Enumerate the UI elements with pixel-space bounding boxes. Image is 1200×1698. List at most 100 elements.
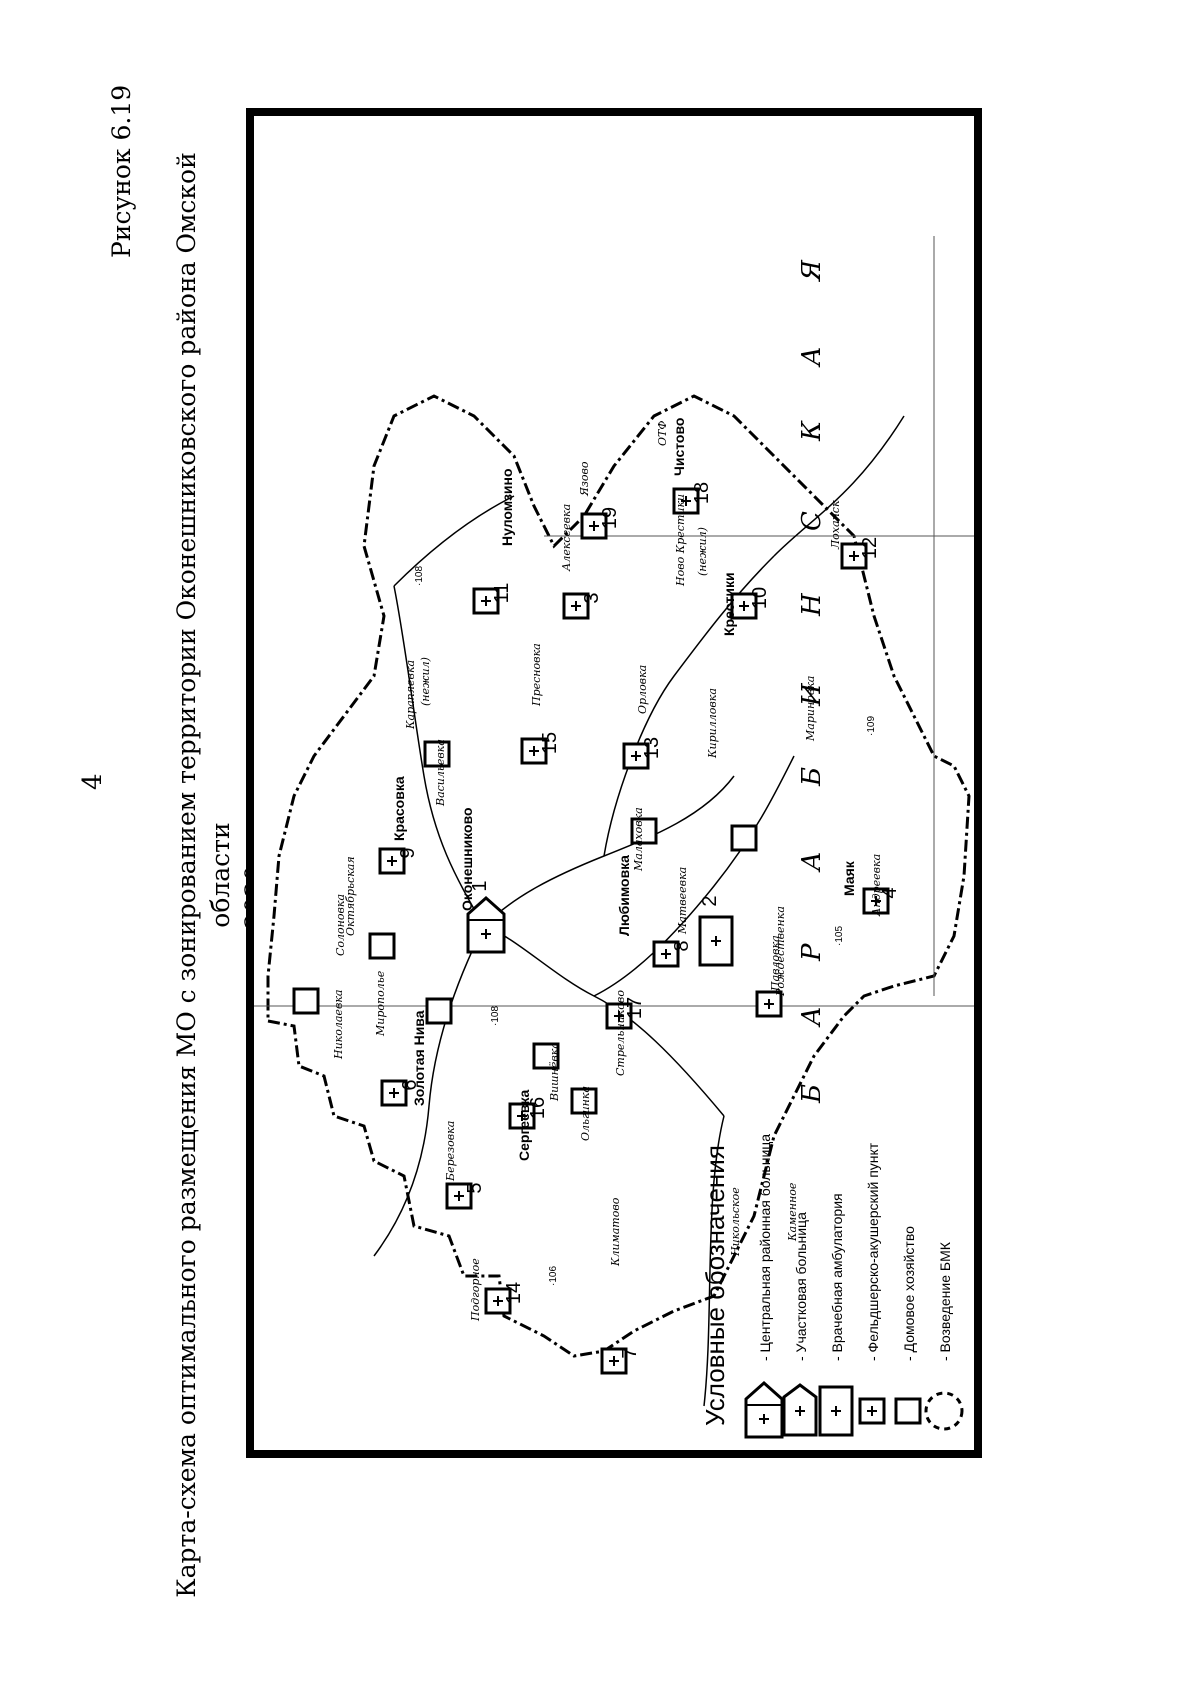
facility-marker-16: 16 <box>508 1097 549 1130</box>
place-name: Лоханск <box>829 500 842 550</box>
place-name: Солоновка <box>334 894 347 956</box>
marker-number: 17 <box>624 997 646 1019</box>
place-name: Васильевка <box>434 739 447 807</box>
marker-number: 13 <box>641 737 663 759</box>
facility-marker-6: 6 <box>380 1079 421 1107</box>
facility-marker-extra-26 <box>570 1087 598 1115</box>
facility-marker-7: 7 <box>600 1347 641 1375</box>
facility-marker-1: 1 <box>466 880 506 954</box>
marker-number: 19 <box>599 507 621 529</box>
marker-number: 3 <box>581 592 603 603</box>
place-name: Золотая Нива <box>411 1010 427 1106</box>
place-name: Кирилловка <box>706 688 719 759</box>
legend-item-home: - Домовое хозяйство <box>894 1226 922 1425</box>
place-name: Пресновка <box>530 643 543 707</box>
place-name: Алексеевка <box>560 504 573 572</box>
place-name: Андреевка <box>870 854 883 917</box>
legend-label: - Центральная районная больница <box>757 1134 773 1361</box>
place-name: Сергеевка <box>516 1090 532 1161</box>
marker-number: 18 <box>691 482 713 504</box>
facility-marker-extra-27 <box>425 997 453 1025</box>
place-name: Мирополье <box>374 970 387 1037</box>
spot-height: ·109 <box>866 716 877 736</box>
facility-marker-11: 11 <box>472 583 513 615</box>
facility-marker-extra-24 <box>730 824 758 852</box>
legend-label: - Возведение БМК <box>937 1241 953 1361</box>
spot-height: ·106 <box>548 1266 559 1286</box>
marker-number: 8 <box>671 940 693 951</box>
legend-item-fap: - Фельдшерско-акушерский пункт <box>858 1142 886 1425</box>
facility-marker-3: 3 <box>562 592 603 620</box>
facility-marker-13: 13 <box>622 737 663 770</box>
legend-item-crh: - Центральная районная больница <box>744 1134 784 1439</box>
place-name: Язово <box>578 461 591 497</box>
marker-number: 4 <box>879 887 901 898</box>
facility-marker-19: 19 <box>580 507 621 540</box>
place-name: Никольское <box>729 1187 742 1257</box>
caption-line-1: Карта-схема оптимального размещения МО с… <box>172 152 235 1598</box>
facility-marker-10: 10 <box>730 587 771 620</box>
spot-height: ·108 <box>414 566 425 586</box>
region-letter: А <box>797 851 827 873</box>
place-name: Березовка <box>444 1121 457 1182</box>
facility-marker-8: 8 <box>652 940 693 968</box>
marker-number: 5 <box>464 1182 486 1193</box>
facility-marker-extra-21 <box>368 932 396 960</box>
place-name: Красовка <box>391 776 407 841</box>
marker-number: 15 <box>539 732 561 754</box>
place-name: (нежил) <box>696 527 709 576</box>
marker-number: 6 <box>399 1079 421 1090</box>
place-name: (нежил) <box>419 657 432 706</box>
region-letter: И <box>797 682 827 707</box>
marker-number: 1 <box>469 880 491 891</box>
facility-marker-17: 17 <box>605 997 646 1030</box>
legend-item-bmk: - Возведение БМК <box>924 1241 964 1431</box>
region-letter: Н <box>797 592 827 617</box>
facility-marker-extra-22 <box>423 740 451 768</box>
place-name: Крестики <box>721 572 737 636</box>
facility-marker-4: 4 <box>862 887 901 915</box>
spot-height: ·108 <box>490 1006 501 1026</box>
region-letter: К <box>797 420 827 442</box>
facility-marker-12: 12 <box>840 537 881 570</box>
legend-label: - Домовое хозяйство <box>901 1226 917 1361</box>
place-name: ОТФ <box>656 421 669 447</box>
facility-marker-2: 2 <box>698 895 734 967</box>
region-letter: С <box>797 511 827 531</box>
place-labels: КрасовкаЛюбимовкаНуломзиноЧистовоКрестик… <box>332 418 883 1322</box>
place-name: Маяк <box>841 860 857 896</box>
roads <box>373 415 905 1407</box>
marker-number: 2 <box>699 895 721 906</box>
place-name: Стрельниково <box>614 990 627 1076</box>
place-name: Октябрьская <box>344 856 357 936</box>
legend-label: - Врачебная амбулатория <box>829 1193 845 1361</box>
facility-marker-14: 14 <box>484 1282 525 1315</box>
place-name: Ново Крестики <box>674 494 687 587</box>
region-letter: А <box>797 1006 827 1028</box>
place-name: Вишнёвка <box>548 1042 561 1102</box>
legend-item-ambulatory: - Врачебная амбулатория <box>818 1193 854 1437</box>
marker-number: 14 <box>503 1282 525 1304</box>
place-name: Ольгинка <box>579 1086 592 1141</box>
marker-number: 16 <box>527 1097 549 1119</box>
place-name: Любимовка <box>616 855 632 936</box>
district-boundary <box>266 394 971 1358</box>
facility-marker-extra-23 <box>630 817 658 845</box>
place-name: Карапяевка <box>404 660 417 730</box>
facility-marker-extra-25 <box>532 1042 560 1070</box>
place-name: Николаевка <box>332 990 345 1060</box>
place-name: Каменное <box>786 1182 799 1242</box>
marker-number: 10 <box>749 587 771 609</box>
place-name: Рождественка <box>774 906 787 997</box>
legend-item-district_hospital: - Участковая больница <box>782 1212 818 1437</box>
place-name: Мариновка <box>804 676 817 742</box>
region-letter: Б <box>797 1084 827 1104</box>
figure-label: Рисунок 6.19 <box>107 84 136 258</box>
legend-label: - Фельдшерско-акушерский пункт <box>865 1142 881 1361</box>
facility-marker-extra-20 <box>292 987 320 1015</box>
region-letter: Я <box>797 259 827 282</box>
legend: Условные обозначения - Центральная район… <box>700 1134 964 1439</box>
facility-marker-9: 9 <box>378 847 419 875</box>
